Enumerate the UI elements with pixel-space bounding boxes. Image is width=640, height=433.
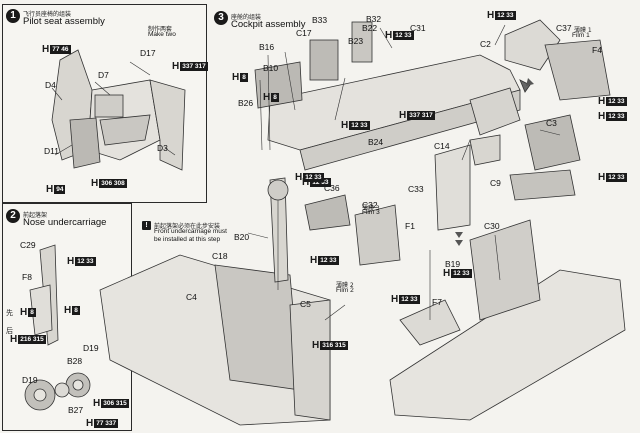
part-label: B27 — [68, 405, 84, 415]
part-label: B10 — [263, 63, 279, 73]
front-mark: 先 — [6, 309, 13, 317]
step1-title-en: Pilot seat assembly — [23, 16, 105, 27]
part-label: C32 — [362, 200, 378, 210]
part-label: B22 — [362, 23, 378, 33]
step3-title-en: Cockpit assembly — [231, 19, 306, 30]
part-label: C14 — [434, 141, 450, 151]
part-label: B32 — [366, 14, 382, 24]
part-label: C29 — [20, 240, 36, 250]
part-label: F8 — [22, 272, 32, 282]
make-two-en: Make two — [148, 31, 176, 38]
part-label: C5 — [300, 299, 311, 309]
part-label: B23 — [348, 36, 364, 46]
part-label: D7 — [98, 70, 109, 80]
step1-title-cn: 飞行员座椅的组装 — [23, 11, 72, 18]
part-label: D19 — [22, 375, 38, 385]
part-label: C33 — [408, 184, 424, 194]
part-label: C37 — [556, 23, 572, 33]
part-label: B16 — [259, 42, 275, 52]
part-label: B33 — [312, 15, 328, 25]
film2-en: Film 2 — [336, 287, 354, 294]
part-label: D3 — [157, 143, 168, 153]
make-two-cn: 制作两套 — [148, 26, 173, 33]
part-label: C36 — [324, 183, 340, 193]
warning-en-line2: be installed at this step — [154, 236, 221, 243]
part-label: D11 — [44, 146, 59, 156]
film3-en: Film 3 — [362, 209, 380, 216]
part-label: C31 — [410, 23, 426, 33]
film2-cn: 薄膜 2 — [336, 282, 354, 289]
part-label: C17 — [296, 28, 312, 38]
step2-number: 2 — [6, 209, 20, 223]
step3-title-cn: 座舱的组装 — [231, 14, 262, 21]
part-label: B28 — [67, 356, 83, 366]
part-label: C18 — [212, 251, 228, 261]
part-label: D19 — [83, 343, 99, 353]
part-label: C2 — [480, 39, 491, 49]
part-label: D4 — [45, 80, 56, 90]
warning-en-line1: Front undercarriage must — [154, 228, 227, 235]
step3-number: 3 — [214, 11, 228, 25]
film3-cn: 薄膜 3 — [362, 205, 380, 212]
back-mark: 后 — [6, 327, 13, 335]
part-label: C4 — [186, 292, 197, 302]
part-label: C30 — [484, 221, 500, 231]
part-label: F7 — [432, 297, 442, 307]
step2-title-en: Nose undercarriage — [23, 217, 107, 228]
part-label: C9 — [490, 178, 501, 188]
part-label: F1 — [405, 221, 415, 231]
film1-cn: 薄膜 1 — [574, 27, 592, 34]
step1-number: 1 — [6, 9, 20, 23]
part-label: D17 — [140, 48, 156, 58]
warning-icon: ! — [142, 221, 151, 230]
film1-en: Film 1 — [572, 32, 590, 39]
part-label: C3 — [546, 118, 557, 128]
part-label: F4 — [592, 45, 602, 55]
part-label: B26 — [238, 98, 254, 108]
part-label: B19 — [445, 259, 461, 269]
part-label: B24 — [368, 137, 384, 147]
step2-title-cn: 前起落架 — [23, 212, 48, 219]
warning-cn: 前起落架必须在此步安装 — [154, 223, 221, 230]
part-label: B20 — [234, 232, 250, 242]
